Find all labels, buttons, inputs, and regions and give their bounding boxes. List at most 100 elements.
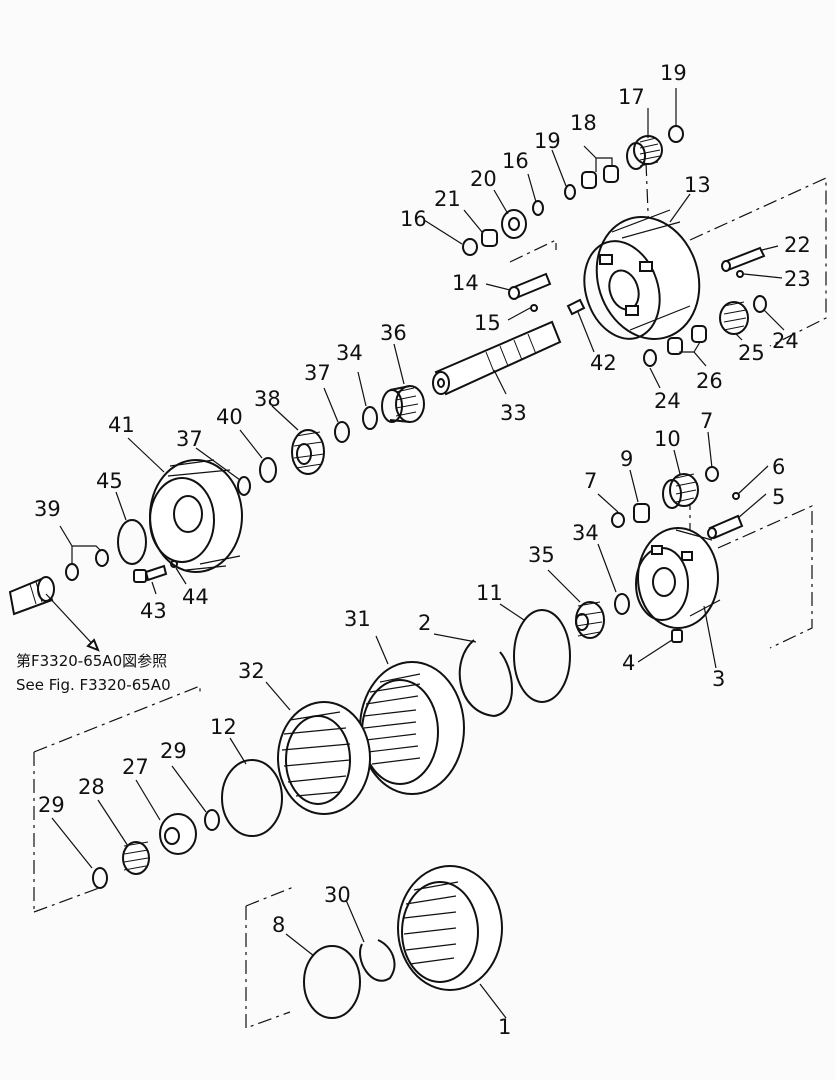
label-part-43: 43 — [140, 599, 167, 623]
reference-note: 第F3320-65A0図参照 See Fig. F3320-65A0 — [16, 652, 171, 694]
label-part-18: 18 — [570, 111, 597, 135]
part-21-roller — [481, 229, 498, 247]
part-45-ring — [117, 519, 147, 565]
part-38-bearing — [291, 429, 325, 475]
reference-note-en: See Fig. F3320-65A0 — [16, 676, 171, 694]
part-41-gear-hub — [149, 459, 243, 573]
part-42-key — [566, 298, 586, 316]
label-part-2: 2 — [418, 611, 431, 635]
label-part-7-b: 7 — [700, 409, 713, 433]
label-part-33: 33 — [500, 401, 527, 425]
part-24-washer-right — [753, 295, 767, 313]
part-28-bearing — [122, 841, 150, 875]
label-part-3: 3 — [712, 667, 725, 691]
part-25-bearing — [719, 301, 749, 335]
label-part-19-b: 19 — [660, 61, 687, 85]
label-part-24-b: 24 — [654, 389, 681, 413]
part-16-washer — [532, 200, 544, 216]
part-11-ring — [513, 609, 571, 703]
part-39-ring-b — [95, 549, 109, 567]
label-part-1: 1 — [498, 1015, 511, 1039]
part-27-bearing — [159, 813, 197, 855]
part-7-washer — [611, 512, 625, 528]
part-30-snap-ring — [359, 939, 396, 982]
part-40-ring — [259, 457, 277, 483]
boundary-bottom-left-top — [33, 685, 201, 753]
part-36-bearing — [381, 385, 425, 423]
part-33-shaft — [432, 320, 562, 396]
part-23-ball — [736, 270, 744, 278]
part-44-washer — [170, 560, 178, 568]
label-part-30: 30 — [324, 883, 351, 907]
part-20-bearing — [501, 209, 527, 239]
label-part-37-b: 37 — [176, 427, 203, 451]
part-31-ring-gear — [359, 661, 465, 795]
boundary-bottom-top — [245, 885, 297, 907]
part-37-snap-ring-b — [237, 476, 251, 496]
label-part-15: 15 — [474, 311, 501, 335]
boundary-upper-right — [689, 177, 827, 347]
part-32-ring-gear — [277, 701, 371, 815]
reference-note-jp: 第F3320-65A0図参照 — [16, 652, 167, 670]
label-part-44: 44 — [182, 585, 209, 609]
label-part-10: 10 — [654, 427, 681, 451]
label-part-17: 17 — [618, 85, 645, 109]
label-part-20: 20 — [470, 167, 497, 191]
part-29-snap-ring — [204, 809, 220, 831]
part-17-bearing — [626, 135, 663, 170]
reference-arrowhead — [86, 638, 100, 652]
part-8-ring — [303, 945, 361, 1019]
label-part-32: 32 — [238, 659, 265, 683]
boundary-upper-left — [509, 239, 557, 263]
reference-arrow — [45, 593, 99, 651]
part-39-ring-a — [65, 563, 79, 581]
label-part-24: 24 — [772, 329, 799, 353]
part-4-plug — [671, 629, 683, 643]
part-1-ring-gear — [397, 865, 503, 991]
label-part-16: 16 — [400, 207, 427, 231]
label-part-6: 6 — [772, 455, 785, 479]
part-18-rollers — [581, 165, 619, 189]
leader-lines — [51, 88, 785, 1019]
label-part-28: 28 — [78, 775, 105, 799]
label-part-16-b: 16 — [502, 149, 529, 173]
part-2-snap-ring — [458, 639, 513, 718]
label-part-8: 8 — [272, 913, 285, 937]
label-part-25: 25 — [738, 341, 765, 365]
part-43-bolt — [133, 564, 168, 583]
part-26-rollers — [667, 325, 707, 355]
label-part-5: 5 — [772, 485, 785, 509]
part-10-bearing — [662, 473, 699, 509]
part-9-roller — [633, 503, 650, 523]
part-16-washer-left — [462, 238, 478, 256]
part-19-washer — [564, 184, 576, 200]
part-5-pin — [707, 514, 744, 540]
label-part-12: 12 — [210, 715, 237, 739]
part-34-snap-ring — [362, 406, 378, 430]
parts — [8, 125, 767, 1019]
label-part-42: 42 — [590, 351, 617, 375]
label-part-40: 40 — [216, 405, 243, 429]
boundary-bottom-left-base — [33, 883, 111, 913]
label-part-23: 23 — [784, 267, 811, 291]
label-part-19: 19 — [534, 129, 561, 153]
label-part-9: 9 — [620, 447, 633, 471]
part-29-snap-ring-b — [92, 867, 108, 889]
part-13-carrier — [583, 209, 701, 340]
part-37-snap-ring — [334, 421, 350, 443]
boundary-lower-right — [717, 505, 813, 649]
label-part-7: 7 — [584, 469, 597, 493]
part-15-ball — [530, 304, 538, 312]
label-part-29: 29 — [38, 793, 65, 817]
part-14-pin — [508, 272, 552, 300]
part-22-pin — [721, 246, 766, 272]
label-part-11: 11 — [476, 581, 503, 605]
label-part-14: 14 — [452, 271, 479, 295]
part-34-snap-ring-b — [614, 593, 630, 615]
label-part-45: 45 — [96, 469, 123, 493]
label-part-4: 4 — [622, 651, 635, 675]
label-part-21: 21 — [434, 187, 461, 211]
part-12-ring — [221, 759, 283, 837]
label-part-41: 41 — [108, 413, 135, 437]
part-3-carrier — [635, 527, 721, 629]
